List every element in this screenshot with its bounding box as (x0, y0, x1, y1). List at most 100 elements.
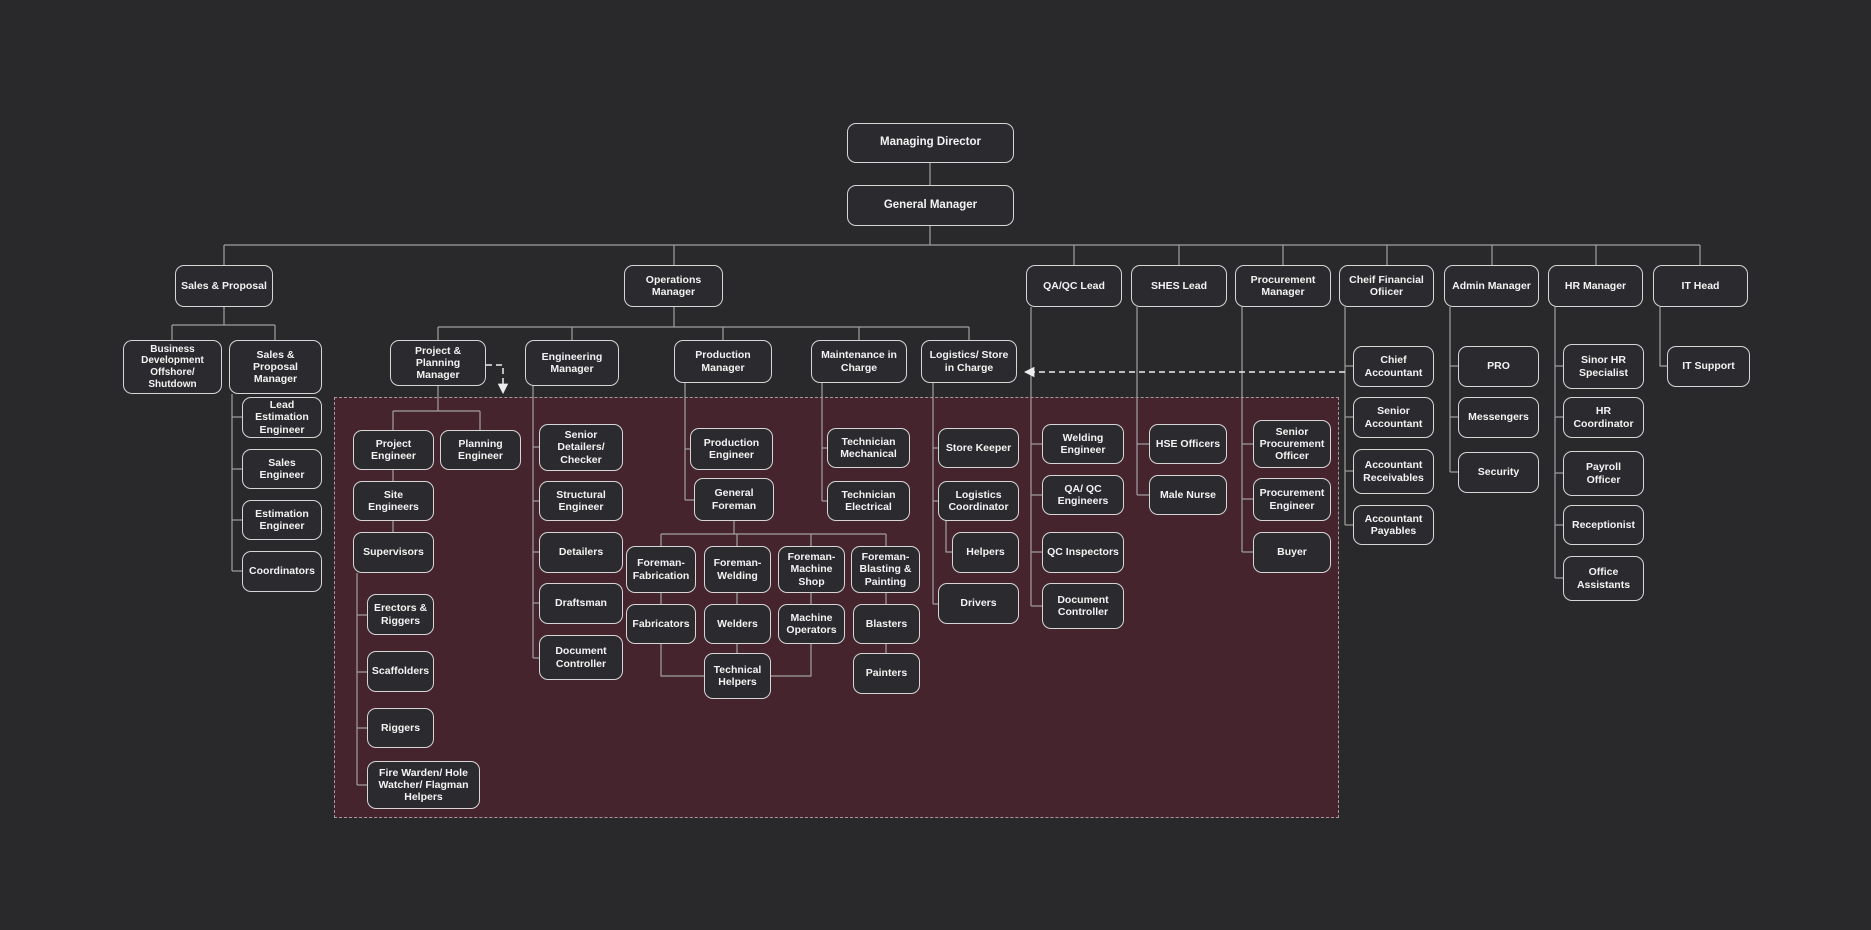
node-maintenance-in-charge[interactable]: Maintenance in Charge (811, 340, 907, 383)
node-project-planning-manager[interactable]: Project & Planning Manager (390, 340, 486, 386)
node-label: Project Engineer (371, 437, 416, 462)
node-office-assistants[interactable]: Office Assistants (1563, 556, 1644, 601)
node-label: Fabricators (632, 617, 690, 630)
node-hr-manager[interactable]: HR Manager (1548, 265, 1643, 307)
node-hr-coordinator[interactable]: HR Coordinator (1563, 397, 1644, 438)
node-label: Document Controller (1057, 593, 1109, 618)
node-it-support[interactable]: IT Support (1667, 346, 1750, 387)
node-male-nurse[interactable]: Male Nurse (1149, 475, 1227, 515)
node-accountant-receivables[interactable]: Accountant Receivables (1353, 449, 1434, 494)
node-document-controller-eng[interactable]: Document Controller (539, 635, 623, 680)
node-chief-accountant[interactable]: Chief Accountant (1353, 346, 1434, 387)
node-lead-estimation-engineer[interactable]: Lead Estimation Engineer (242, 397, 322, 438)
node-machine-operators[interactable]: Machine Operators (778, 604, 845, 644)
node-estimation-engineer[interactable]: Estimation Engineer (242, 500, 322, 540)
node-logistics-store-in-charge[interactable]: Logistics/ Store in Charge (921, 340, 1017, 383)
node-label: Machine Operators (786, 611, 837, 636)
node-planning-engineer[interactable]: Planning Engineer (440, 430, 521, 470)
node-welders[interactable]: Welders (704, 604, 771, 644)
node-procurement-manager[interactable]: Procurement Manager (1235, 265, 1331, 307)
node-helpers[interactable]: Helpers (952, 532, 1019, 573)
connector-line (945, 521, 952, 553)
node-cheif-financial-ofiicer[interactable]: Cheif Financial Ofiicer (1339, 265, 1434, 307)
node-pro[interactable]: PRO (1458, 346, 1539, 387)
node-security[interactable]: Security (1458, 452, 1539, 493)
node-general-foreman[interactable]: General Foreman (694, 478, 774, 521)
node-structural-engineer[interactable]: Structural Engineer (539, 481, 623, 521)
node-senior-procurement-officer[interactable]: Senior Procurement Officer (1253, 420, 1331, 468)
node-riggers[interactable]: Riggers (367, 708, 434, 748)
node-sinor-hr-specialist[interactable]: Sinor HR Specialist (1563, 344, 1644, 389)
node-foreman-welding[interactable]: Foreman-Welding (704, 546, 771, 593)
node-scaffolders[interactable]: Scaffolders (367, 651, 434, 692)
node-painters[interactable]: Painters (853, 653, 920, 694)
node-label: Technician Mechanical (840, 435, 897, 460)
node-label: SHES Lead (1150, 279, 1208, 292)
node-qaqc-lead[interactable]: QA/QC Lead (1026, 265, 1122, 307)
node-it-head[interactable]: IT Head (1653, 265, 1748, 307)
node-receptionist[interactable]: Receptionist (1563, 505, 1644, 545)
node-project-engineer[interactable]: Project Engineer (353, 430, 434, 470)
node-operations-manager[interactable]: Operations Manager (624, 265, 723, 307)
node-label: QA/ QC Engineers (1057, 482, 1109, 507)
node-label: QC Inspectors (1047, 546, 1119, 559)
connector-line (660, 644, 704, 677)
node-sales-proposal[interactable]: Sales & Proposal (175, 265, 273, 307)
node-document-controller-qaqc[interactable]: Document Controller (1042, 583, 1124, 629)
node-erectors-riggers[interactable]: Erectors & Riggers (367, 594, 434, 635)
node-production-engineer[interactable]: Production Engineer (690, 428, 773, 470)
node-label: Business Development Offshore/ Shutdown (141, 343, 204, 390)
node-accountant-payables[interactable]: Accountant Payables (1353, 505, 1434, 545)
node-label: Office Assistants (1576, 566, 1631, 591)
node-messengers[interactable]: Messengers (1458, 397, 1539, 438)
node-technician-electrical[interactable]: Technician Electrical (827, 481, 910, 521)
node-fire-warden-helpers[interactable]: Fire Warden/ Hole Watcher/ Flagman Helpe… (367, 761, 480, 809)
node-qc-inspectors[interactable]: QC Inspectors (1042, 532, 1124, 573)
node-label: General Foreman (711, 487, 757, 512)
node-label: Coordinators (249, 565, 315, 578)
node-sales-engineer[interactable]: Sales Engineer (242, 449, 322, 489)
node-label: Technician Electrical (841, 488, 896, 513)
node-coordinators[interactable]: Coordinators (242, 551, 322, 592)
node-buyer[interactable]: Buyer (1253, 532, 1331, 573)
node-admin-manager[interactable]: Admin Manager (1444, 265, 1539, 307)
node-payroll-officer[interactable]: Payroll Officer (1563, 451, 1644, 496)
node-technical-helpers[interactable]: Technical Helpers (704, 653, 771, 699)
node-hse-officers[interactable]: HSE Officers (1149, 424, 1227, 464)
node-label: QA/QC Lead (1043, 279, 1105, 292)
node-shes-lead[interactable]: SHES Lead (1131, 265, 1227, 307)
node-label: Painters (865, 667, 908, 680)
node-drivers[interactable]: Drivers (938, 583, 1019, 624)
node-technician-mechanical[interactable]: Technician Mechanical (827, 428, 910, 468)
node-production-manager[interactable]: Production Manager (674, 340, 772, 383)
node-managing-director[interactable]: Managing Director (847, 123, 1014, 163)
node-engineering-manager[interactable]: Engineering Manager (525, 340, 619, 386)
node-site-engineers[interactable]: Site Engineers (353, 481, 434, 521)
node-detailers[interactable]: Detailers (539, 532, 623, 573)
node-label: Technical Helpers (713, 663, 762, 688)
node-foreman-machine-shop[interactable]: Foreman-Machine Shop (778, 546, 845, 593)
node-foreman-fabrication[interactable]: Foreman-Fabrication (626, 546, 696, 593)
node-welding-engineer[interactable]: Welding Engineer (1042, 424, 1124, 464)
node-draftsman[interactable]: Draftsman (539, 583, 623, 624)
org-connectors (171, 163, 1701, 786)
node-blasters[interactable]: Blasters (853, 604, 920, 644)
node-label: Riggers (380, 721, 421, 734)
node-label: Messengers (1468, 411, 1529, 424)
node-senior-detailers-checker[interactable]: Senior Detailers/ Checker (539, 424, 623, 471)
node-label: Project & Planning Manager (414, 344, 462, 382)
node-business-development[interactable]: Business Development Offshore/ Shutdown (123, 340, 222, 394)
node-logistics-coordinator[interactable]: Logistics Coordinator (938, 481, 1019, 521)
node-qa-qc-engineers[interactable]: QA/ QC Engineers (1042, 475, 1124, 515)
node-senior-accountant[interactable]: Senior Accountant (1353, 397, 1434, 438)
node-sales-proposal-manager[interactable]: Sales & Proposal Manager (229, 340, 322, 394)
node-label: Foreman-Fabrication (632, 557, 690, 582)
node-general-manager[interactable]: General Manager (847, 185, 1014, 226)
node-foreman-blasting-painting[interactable]: Foreman-Blasting & Painting (851, 546, 920, 593)
node-store-keeper[interactable]: Store Keeper (938, 428, 1019, 468)
node-label: Foreman-Welding (713, 557, 762, 582)
node-procurement-engineer[interactable]: Procurement Engineer (1253, 478, 1331, 521)
node-label: Logistics Coordinator (948, 488, 1009, 513)
node-supervisors[interactable]: Supervisors (353, 532, 434, 573)
node-fabricators[interactable]: Fabricators (626, 604, 696, 644)
